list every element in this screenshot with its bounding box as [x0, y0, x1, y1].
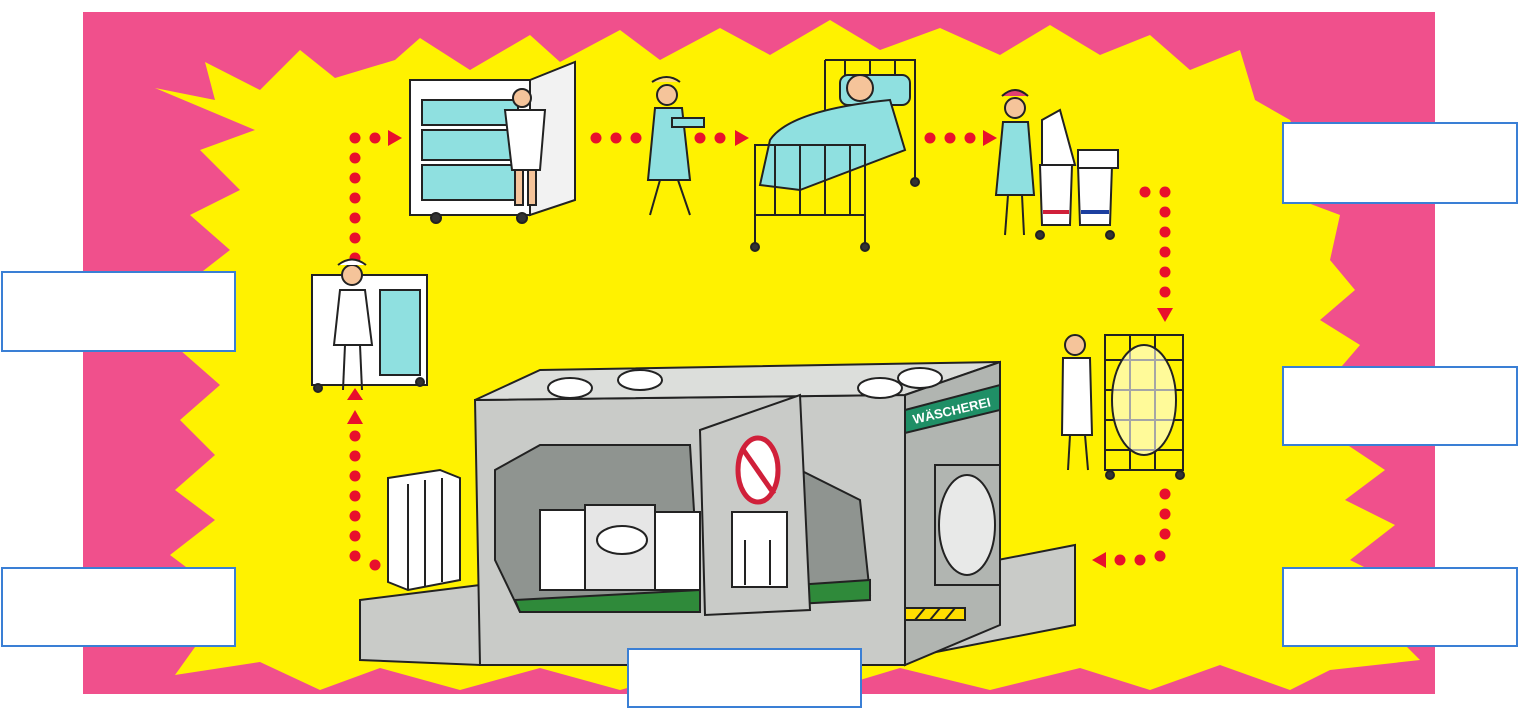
cycle-path — [347, 130, 1173, 571]
folded-linen-stack-icon — [387, 468, 461, 592]
nurse-with-laundry-bags-icon — [994, 89, 1119, 240]
answer-box-middle-right[interactable] — [1282, 366, 1518, 446]
answer-box-bottom-left[interactable] — [1, 567, 236, 647]
no-entry-sign-icon — [735, 435, 781, 505]
answer-box-middle-left[interactable] — [1, 271, 236, 352]
answer-box-top-right[interactable] — [1282, 122, 1518, 204]
patient-in-bed-icon — [750, 59, 920, 252]
linen-cabinet-icon — [409, 60, 576, 224]
laundry-sign: WÄSCHEREI — [904, 383, 1001, 435]
answer-box-bottom-right[interactable] — [1282, 567, 1518, 647]
nurse-with-linen-trolley-icon — [311, 258, 428, 393]
worker-pushing-laundry-cart-icon — [1060, 334, 1185, 480]
nurse-carrying-tray-icon — [646, 76, 705, 216]
answer-box-bottom-center[interactable] — [627, 648, 862, 708]
laundry-building-icon — [359, 360, 1076, 667]
